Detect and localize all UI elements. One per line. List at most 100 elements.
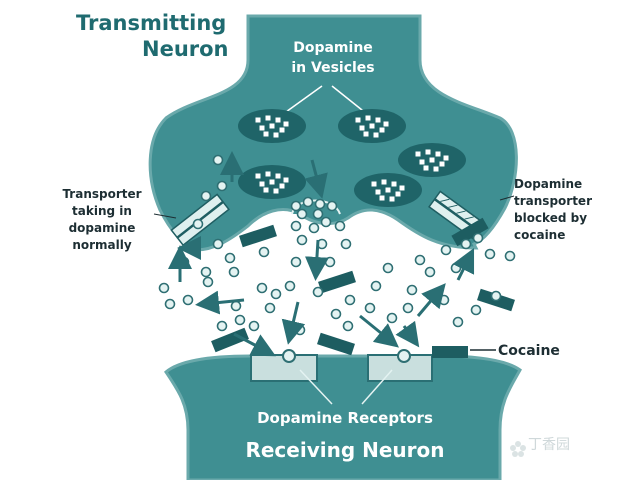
flow-arrows bbox=[168, 151, 475, 357]
title-line: Neuron bbox=[142, 37, 229, 61]
dopamine-molecule bbox=[344, 294, 356, 306]
receptor-pointer-line bbox=[361, 369, 393, 405]
flow-arrow bbox=[359, 314, 399, 348]
transporter-blocked-label: Dopamine transporter blocked by cocaine bbox=[514, 176, 626, 244]
dopamine-in-vesicle bbox=[273, 132, 279, 138]
flow-arrow bbox=[281, 301, 306, 345]
dopamine-molecule bbox=[192, 218, 204, 230]
dopamine-molecule bbox=[284, 280, 296, 292]
dopamine-molecule bbox=[484, 248, 496, 260]
dopamine-molecule bbox=[216, 180, 228, 192]
dopamine-in-vesicle bbox=[443, 155, 449, 161]
dopamine-molecule bbox=[200, 266, 212, 278]
label-line: transporter bbox=[514, 194, 592, 208]
dopamine-vesicles-label: Dopamine in Vesicles bbox=[258, 38, 408, 78]
dopamine-molecule bbox=[414, 254, 426, 266]
dopamine-molecule bbox=[504, 250, 516, 262]
dopamine-molecule bbox=[438, 294, 450, 306]
dopamine-molecule bbox=[490, 290, 502, 302]
dopamine-in-vesicle bbox=[375, 117, 381, 123]
label-line: Dopamine bbox=[514, 177, 583, 191]
dopamine-molecule bbox=[270, 288, 282, 300]
dopamine-molecule bbox=[264, 302, 276, 314]
receptor-pointer-line bbox=[299, 369, 333, 405]
dopamine-molecule bbox=[230, 300, 242, 312]
cocaine-molecule bbox=[211, 327, 249, 353]
dopamine-molecule bbox=[314, 198, 326, 210]
dopamine-molecule bbox=[452, 316, 464, 328]
dopamine-molecule bbox=[216, 320, 228, 332]
cocaine-molecule-blocking bbox=[451, 217, 489, 247]
dopamine-in-vesicle bbox=[435, 151, 441, 157]
label-line: cocaine bbox=[514, 228, 566, 242]
dopamine-molecule bbox=[212, 154, 224, 166]
dopamine-in-vesicle bbox=[359, 125, 365, 131]
dopamine-molecule bbox=[158, 282, 170, 294]
dopamine-in-vesicle bbox=[399, 185, 405, 191]
dopamine-in-vesicle bbox=[269, 179, 275, 185]
dopamine-in-vesicle bbox=[263, 187, 269, 193]
dopamine-molecule bbox=[256, 282, 268, 294]
dopamine-in-vesicle bbox=[389, 196, 395, 202]
dopamine-in-vesicle bbox=[375, 189, 381, 195]
dopamine-molecule bbox=[202, 276, 214, 288]
dopamine-in-vesicle bbox=[263, 131, 269, 137]
dopamine-in-vesicle bbox=[385, 187, 391, 193]
dopamine-in-vesicle bbox=[269, 123, 275, 129]
dopamine-molecule bbox=[470, 304, 482, 316]
dopamine-in-vesicle bbox=[279, 127, 285, 133]
dopamine-in-vesicle bbox=[383, 121, 389, 127]
flow-arrow bbox=[416, 283, 446, 317]
dopamine-molecule bbox=[450, 262, 462, 274]
receiving-neuron-title: Receiving Neuron bbox=[245, 438, 445, 462]
cocaine-molecules bbox=[211, 224, 515, 358]
dopamine-in-vesicle bbox=[255, 173, 261, 179]
dopamine-molecule bbox=[326, 200, 338, 212]
dopamine-in-vesicle bbox=[369, 123, 375, 129]
dopamine-molecule bbox=[440, 244, 452, 256]
label-line: in Vesicles bbox=[291, 60, 375, 76]
flow-arrow bbox=[452, 247, 475, 281]
cocaine-molecule bbox=[318, 270, 356, 294]
dopamine-molecule bbox=[330, 308, 342, 320]
dopamine-in-vesicle bbox=[395, 191, 401, 197]
label-line: blocked by bbox=[514, 211, 588, 225]
dopamine-in-vesicle bbox=[379, 195, 385, 201]
transporter-blocked-pointer bbox=[499, 195, 515, 201]
label-line: dopamine bbox=[68, 221, 136, 235]
dopamine-molecule bbox=[370, 280, 382, 292]
dopamine-in-vesicle bbox=[355, 117, 361, 123]
cocaine-molecule bbox=[239, 224, 277, 248]
dopamine-molecule bbox=[334, 220, 346, 232]
dopamine-molecule bbox=[200, 190, 212, 202]
dopamine-in-vesicle bbox=[265, 115, 271, 121]
title-line: Transmitting bbox=[76, 11, 227, 35]
dopamine-molecule bbox=[340, 238, 352, 250]
label-line: Dopamine bbox=[293, 40, 373, 56]
dopamine-molecule bbox=[294, 324, 306, 336]
dopamine-molecule bbox=[424, 266, 436, 278]
dopamine-molecule bbox=[302, 196, 314, 208]
dopamine-molecule bbox=[224, 252, 236, 264]
label-line: taking in bbox=[72, 204, 132, 218]
dopamine-molecules bbox=[158, 154, 516, 336]
dopamine-molecule bbox=[386, 312, 398, 324]
dopamine-molecule bbox=[290, 200, 302, 212]
transporter-normal-label: Transporter taking in dopamine normally bbox=[40, 186, 164, 254]
dopamine-molecule bbox=[182, 294, 194, 306]
dopamine-molecule bbox=[228, 266, 240, 278]
vesicle-dopamine-contents bbox=[255, 115, 449, 202]
dopamine-molecule bbox=[312, 208, 324, 220]
dopamine-molecule bbox=[248, 320, 260, 332]
dopamine-in-vesicle bbox=[371, 181, 377, 187]
dopamine-molecule bbox=[406, 284, 418, 296]
transmitting-neuron-title: Transmitting Neuron bbox=[76, 10, 229, 62]
dopamine-in-vesicle bbox=[283, 121, 289, 127]
dopamine-in-vesicle bbox=[273, 188, 279, 194]
dopamine-in-vesicle bbox=[279, 183, 285, 189]
dopamine-in-vesicle bbox=[255, 117, 261, 123]
dopamine-in-vesicle bbox=[439, 161, 445, 167]
dopamine-in-vesicle bbox=[283, 177, 289, 183]
